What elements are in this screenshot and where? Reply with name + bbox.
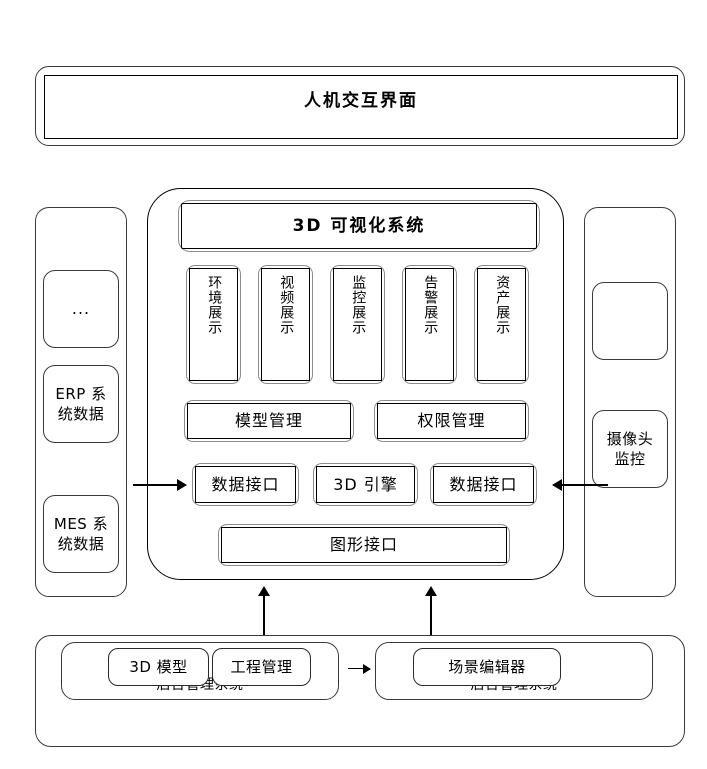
camera-sidebar-item-monitor-label: 摄像头 监控: [606, 429, 654, 468]
backend-item-3d-model-label: 3D 模型: [129, 657, 188, 676]
backend-item-project-management[interactable]: 工程管理: [212, 648, 311, 686]
arrow-camera-to-main-line: [562, 484, 608, 486]
module-asset-display-label: 资产展示: [494, 275, 511, 335]
arrow-camera-to-main-head: [552, 479, 562, 491]
permission-management-box[interactable]: 权限管理: [374, 400, 529, 442]
camera-sidebar-item-monitor[interactable]: 摄像头 监控: [592, 410, 668, 488]
data-interface-right-label: 数据接口: [449, 474, 518, 494]
arrow-erp-to-main-line: [133, 484, 179, 486]
sidebar-item-erp[interactable]: ERP 系 统数据: [43, 365, 119, 443]
module-monitoring-display[interactable]: 监控展示: [330, 265, 385, 384]
arrow-backend-right-to-main-head: [425, 586, 437, 596]
sidebar-item-mes[interactable]: MES 系 统数据: [43, 495, 119, 573]
backend-item-scene-editor-label: 场景编辑器: [448, 657, 526, 676]
human-machine-interface-label: 人机交互界面: [304, 91, 418, 111]
arrow-backend-left-to-main-head: [258, 586, 270, 596]
arrow-backend-left-to-main-line: [263, 594, 265, 636]
module-environment-display-label: 环境展示: [206, 275, 223, 335]
module-video-display[interactable]: 视频展示: [258, 265, 313, 384]
data-interface-right-box[interactable]: 数据接口: [430, 463, 537, 506]
visualization-system-header-label: 3D 可视化系统: [292, 215, 426, 236]
engine-3d-box[interactable]: 3D 引擎: [313, 463, 418, 506]
data-interface-left-box[interactable]: 数据接口: [192, 463, 299, 506]
arrow-backend-left-to-right-line: [348, 668, 366, 670]
module-asset-display[interactable]: 资产展示: [474, 265, 529, 384]
model-management-label: 模型管理: [234, 411, 303, 431]
graphics-interface-box[interactable]: 图形接口: [218, 524, 510, 566]
module-alarm-display-label: 告警展示: [422, 275, 439, 335]
module-environment-display[interactable]: 环境展示: [186, 265, 241, 384]
main-system-panel[interactable]: [147, 188, 564, 580]
backend-item-3d-model[interactable]: 3D 模型: [108, 648, 209, 686]
sidebar-item-mes-label: MES 系 统数据: [53, 514, 109, 553]
engine-3d-label: 3D 引擎: [333, 474, 398, 494]
arrow-backend-left-to-right-head: [363, 663, 371, 674]
human-machine-interface-inner-frame: 人机交互界面: [44, 75, 678, 139]
module-alarm-display[interactable]: 告警展示: [402, 265, 457, 384]
sidebar-item-erp-label: ERP 系 统数据: [55, 384, 107, 423]
arrow-backend-right-to-main-line: [430, 594, 432, 636]
module-video-display-label: 视频展示: [278, 275, 295, 335]
sidebar-item-ellipsis-label: ...: [71, 299, 91, 319]
permission-management-label: 权限管理: [417, 411, 486, 431]
human-machine-interface-panel[interactable]: 人机交互界面: [35, 66, 685, 146]
backend-item-scene-editor[interactable]: 场景编辑器: [413, 648, 561, 686]
camera-sidebar-item-blank[interactable]: [592, 282, 668, 360]
data-interface-left-label: 数据接口: [211, 474, 280, 494]
graphics-interface-label: 图形接口: [329, 535, 398, 555]
module-monitoring-display-label: 监控展示: [350, 275, 367, 335]
sidebar-item-ellipsis[interactable]: ...: [43, 270, 119, 348]
model-management-box[interactable]: 模型管理: [184, 400, 354, 442]
visualization-system-header[interactable]: 3D 可视化系统: [178, 200, 540, 252]
backend-item-project-management-label: 工程管理: [230, 657, 293, 676]
arrow-erp-to-main-head: [177, 479, 187, 491]
camera-sidebar[interactable]: [584, 207, 676, 597]
